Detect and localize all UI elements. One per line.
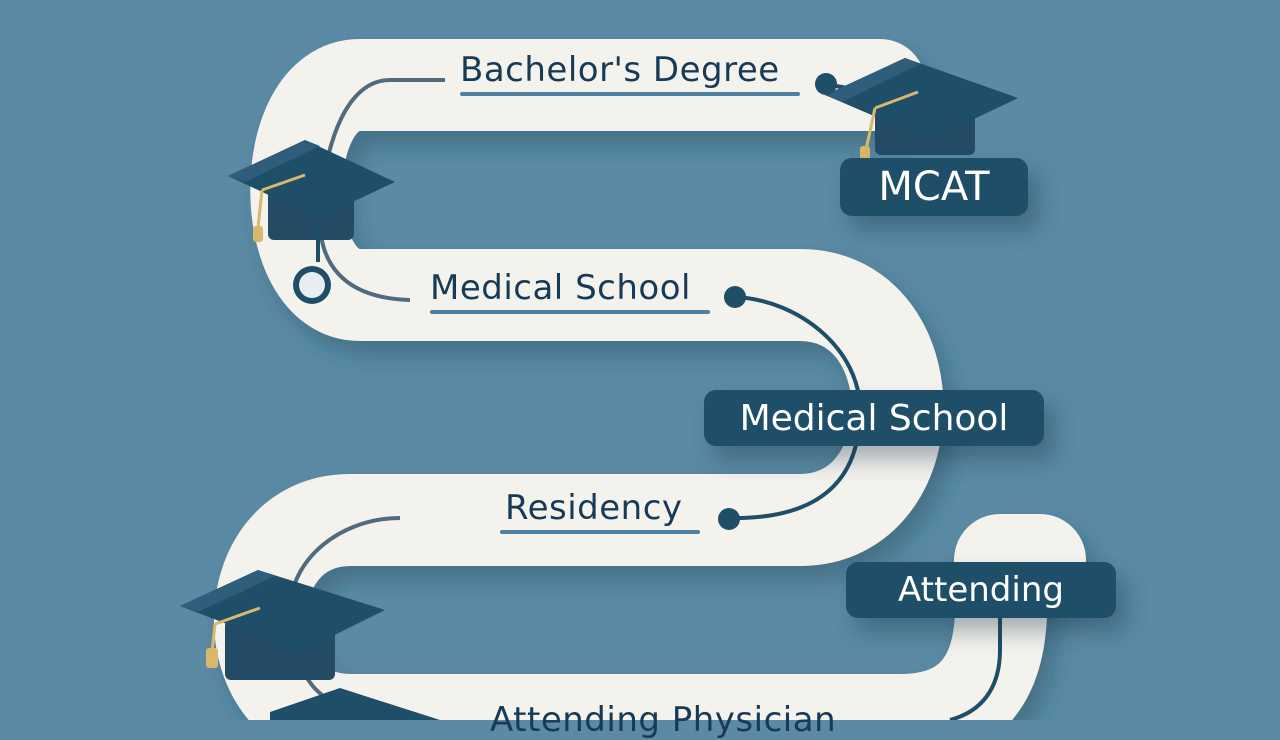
winding-road (180, 39, 1086, 720)
career-path-diagram: Bachelor's Degree Medical School Residen… (180, 39, 1116, 740)
step-underline (500, 530, 700, 534)
step-label-residency: Residency (505, 488, 683, 528)
connector-dot (718, 508, 740, 530)
graduation-cap-icon (825, 58, 1018, 160)
step-underline (430, 310, 710, 314)
badge-attending: Attending (846, 562, 1116, 618)
step-label-bachelors: Bachelor's Degree (460, 50, 780, 90)
badge-medical-school: Medical School (704, 390, 1044, 446)
graduation-cap-icon (270, 688, 440, 720)
step-label-medical-school: Medical School (430, 268, 691, 308)
graduation-cap-icon (228, 140, 395, 242)
stethoscope-icon (293, 218, 331, 304)
guide-line-4 (949, 612, 1002, 720)
road-path (214, 39, 1086, 720)
badge-mcat: MCAT (840, 158, 1028, 216)
connector-dot (815, 73, 837, 95)
step-underline (460, 92, 800, 96)
graduation-cap-icon (180, 570, 385, 680)
step-label-attending-physician: Attending Physician (490, 700, 837, 740)
connector-dot (724, 286, 746, 308)
